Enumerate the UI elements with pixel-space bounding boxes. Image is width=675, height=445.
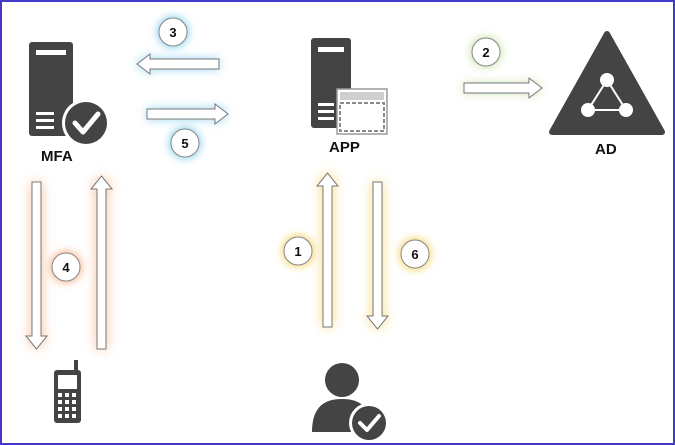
app-server-icon [311,38,388,135]
app-label: APP [329,139,360,156]
arrow-step-6 [365,181,390,330]
step-number-2: 2 [482,45,489,60]
step-number-4: 4 [62,260,70,275]
step-badge-3: 3 [157,16,189,48]
user-checkmark-badge-icon [349,403,389,443]
step-number-6: 6 [411,247,418,262]
step-number-1: 1 [294,244,301,259]
mfa-label: MFA [41,148,73,165]
step-badge-5: 5 [169,127,201,159]
arrow-step-4-up [89,175,114,350]
step-number-3: 3 [169,25,176,40]
arrow-step-3 [136,52,220,76]
step-badge-2: 2 [470,36,502,68]
arrow-step-1 [315,172,340,328]
mobile-phone-icon [54,360,81,423]
active-directory-icon [549,31,665,135]
step-badge-6: 6 [399,238,431,270]
step-badge-4: 4 [50,251,82,283]
checkmark-badge-icon [62,99,110,147]
step-badge-1: 1 [282,235,314,267]
step-number-5: 5 [181,136,188,151]
ad-label: AD [595,141,617,158]
user-icon [312,363,389,443]
app-window-icon [336,88,388,135]
arrow-step-4-down [24,181,49,350]
mfa-server-icon [29,42,110,147]
arrow-step-2 [463,76,543,100]
arrow-step-5 [146,102,229,126]
